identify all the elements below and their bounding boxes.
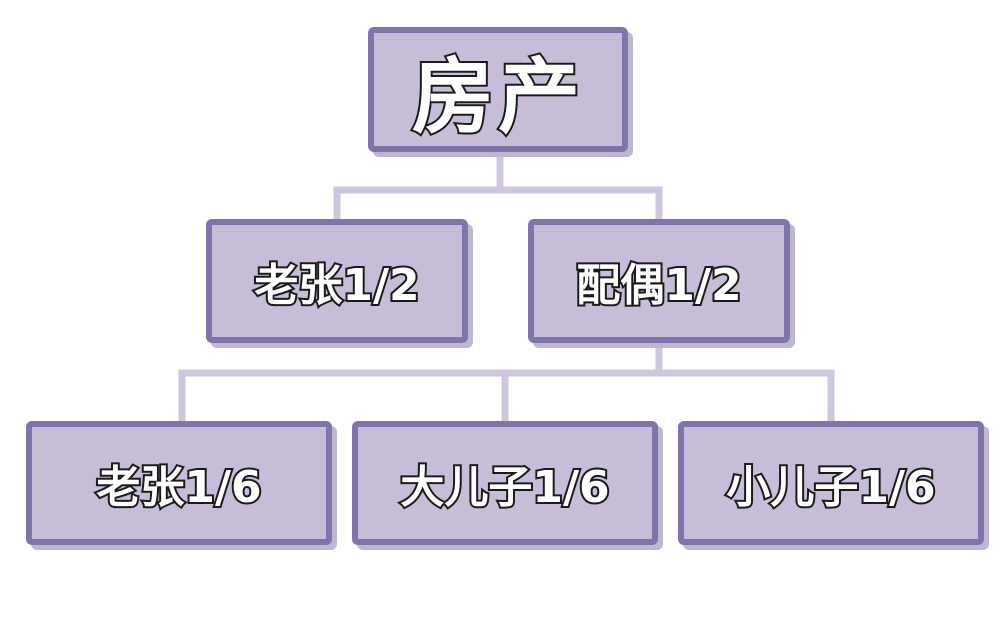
node-younger-son-sixth: 小儿子1/6	[678, 421, 984, 545]
node-property: 房产	[368, 27, 628, 152]
node-laozhang-sixth-label: 老张1/6	[94, 460, 263, 515]
node-laozhang-sixth: 老张1/6	[26, 421, 332, 545]
node-spouse-half-label: 配偶1/2	[574, 258, 743, 313]
node-laozhang-half: 老张1/2	[206, 219, 468, 343]
node-elder-son-sixth-label: 大儿子1/6	[398, 460, 611, 515]
node-laozhang-half-label: 老张1/2	[252, 258, 421, 313]
node-spouse-half: 配偶1/2	[528, 219, 790, 343]
node-younger-son-sixth-label: 小儿子1/6	[724, 460, 937, 515]
node-property-label: 房产	[410, 48, 584, 147]
node-elder-son-sixth: 大儿子1/6	[352, 421, 658, 545]
